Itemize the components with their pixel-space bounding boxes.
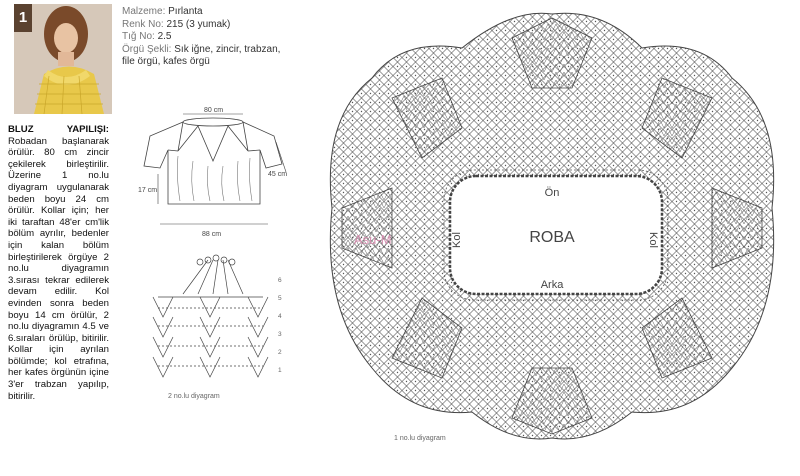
sleeve-right-label: Kol bbox=[647, 232, 659, 248]
top-measure: 80 cm bbox=[204, 107, 223, 114]
color-line: Renk No: 215 (3 yumak) bbox=[122, 19, 280, 32]
instructions-text: BLUZ YAPILIŞI: Robadan başlanarak örülür… bbox=[8, 124, 109, 402]
instructions-heading: BLUZ YAPILIŞI: bbox=[8, 124, 109, 135]
pattern-number: 1 bbox=[14, 4, 32, 32]
stitch-label: Örgü Şekli: bbox=[122, 43, 172, 55]
materials-block: Malzeme: Pırlanta Renk No: 215 (3 yumak)… bbox=[122, 6, 280, 69]
hook-label: Tığ No: bbox=[122, 31, 155, 42]
yarn-line: Malzeme: Pırlanta bbox=[122, 6, 280, 19]
watermark: Asu-M bbox=[354, 232, 392, 247]
diagram-2-caption: 2 no.lu diyagram bbox=[168, 393, 220, 400]
back-label: Arka bbox=[541, 279, 565, 291]
stitch-value-1: Sık iğne, zincir, trabzan, bbox=[174, 43, 281, 55]
row-2: 2 bbox=[278, 349, 282, 356]
row-6: 6 bbox=[278, 277, 282, 284]
stitch-line-2: file örgü, kafes örgü bbox=[122, 56, 210, 67]
sleeve-left-label: Kol bbox=[451, 232, 463, 248]
row-4: 4 bbox=[278, 313, 282, 320]
height-measure: 17 cm bbox=[138, 187, 157, 194]
instructions-body: Robadan başlanarak örülür. 80 cm zincir … bbox=[8, 135, 109, 402]
row-3: 3 bbox=[278, 331, 282, 338]
color-value: 215 (3 yumak) bbox=[166, 18, 231, 30]
yarn-label: Malzeme: bbox=[122, 6, 166, 17]
front-label: Ön bbox=[545, 187, 560, 199]
hook-line: Tığ No: 2.5 bbox=[122, 31, 280, 44]
row-1: 1 bbox=[278, 367, 282, 374]
diagram-1-caption: 1 no.lu diyagram bbox=[394, 435, 446, 442]
stitch-line: Örgü Şekli: Sık iğne, zincir, trabzan, bbox=[122, 44, 280, 57]
hook-value: 2.5 bbox=[157, 31, 172, 42]
side-measure: 45 cm bbox=[268, 171, 287, 178]
row-5: 5 bbox=[278, 295, 282, 302]
garment-schematic: 80 cm 45 cm 17 cm 88 cm bbox=[138, 107, 287, 238]
diagram-2: 6 5 4 3 2 1 2 no.lu diyagram bbox=[152, 254, 282, 400]
bottom-measure: 88 cm bbox=[202, 231, 221, 238]
center-label: ROBA bbox=[529, 229, 575, 246]
color-label: Renk No: bbox=[122, 18, 164, 30]
diagram-1: Ön ROBA Arka Kol Kol Asu-M 1 no.lu diyag… bbox=[329, 12, 775, 442]
yarn-value: Pırlanta bbox=[168, 6, 203, 17]
